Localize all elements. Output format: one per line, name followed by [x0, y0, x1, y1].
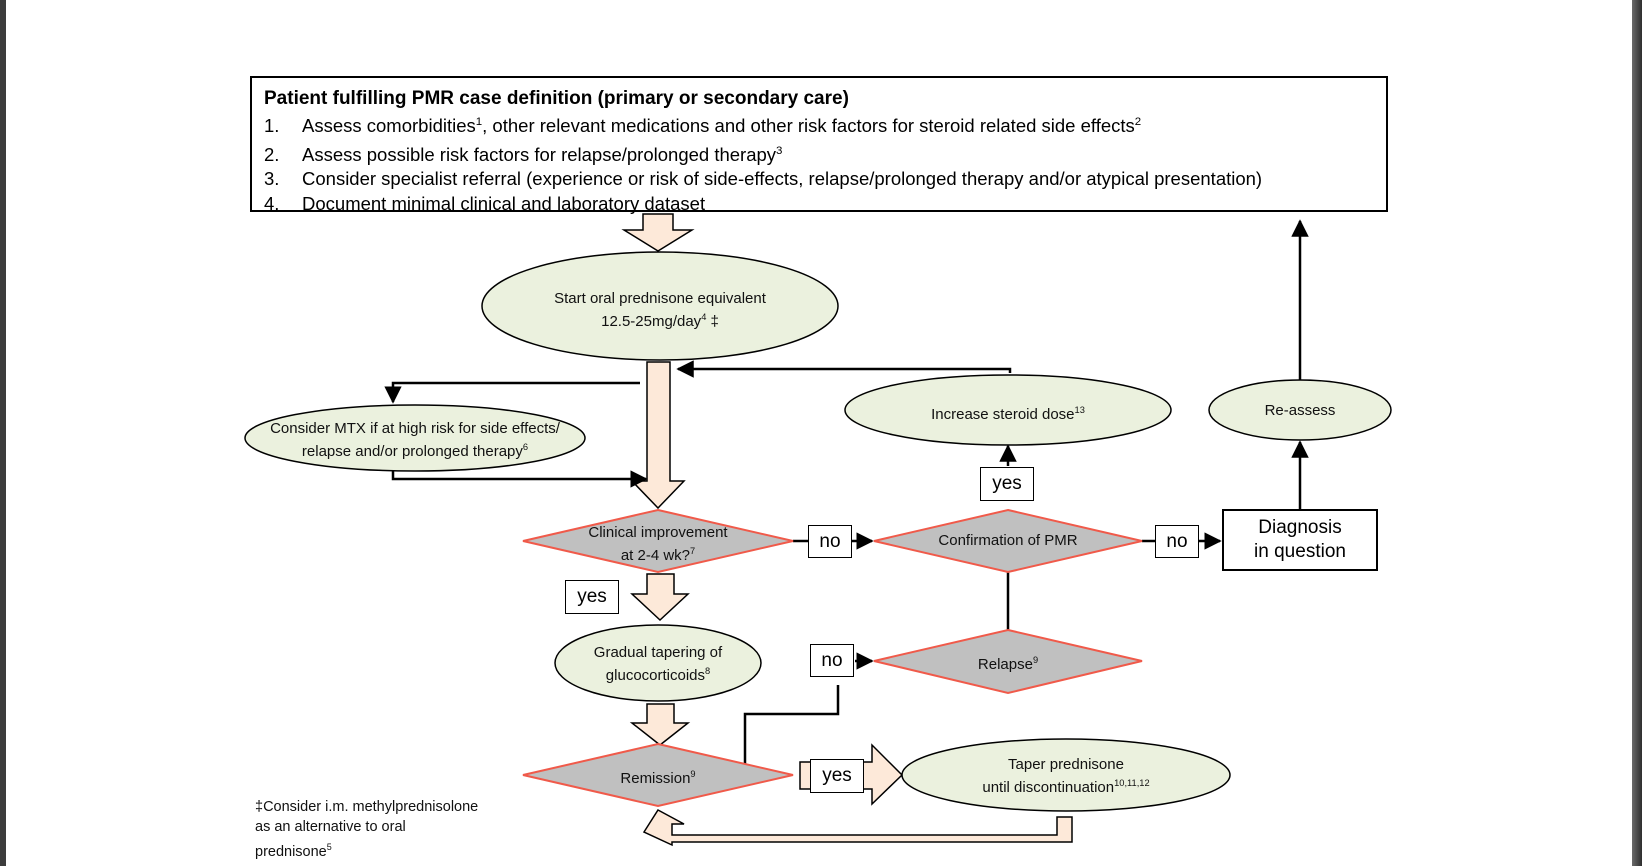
mtx-node-shape — [244, 404, 586, 472]
taper-node-line2: until discontinuation — [982, 779, 1115, 796]
item-number: 1. — [264, 115, 280, 137]
block-arrow-clinical-to-tapering — [630, 573, 690, 622]
increase-node-sup: 13 — [1074, 405, 1085, 415]
confirmation-node-text: Confirmation of PMR — [938, 532, 1078, 549]
item-text: Consider specialist referral (experience… — [302, 168, 1263, 190]
case-definition-title: Patient fulfilling PMR case definition (… — [264, 88, 849, 109]
mtx-node-line1: Consider MTX if at high risk for side ef… — [270, 420, 560, 437]
yes-label-clinical: yes — [565, 580, 619, 614]
relapse-node-shape — [873, 628, 1143, 695]
case-definition-item: 4. Document minimal clinical and laborato… — [264, 192, 1374, 217]
taper-node-shape — [901, 738, 1231, 812]
footnote-line2: as an alternative to oral — [255, 819, 406, 835]
connectors — [384, 219, 1309, 764]
start-node-shape — [481, 251, 839, 361]
diagnosis-in-question-box: Diagnosis in question — [1222, 509, 1378, 571]
clinical-node-sup: 7 — [690, 546, 696, 556]
item-text: Document minimal clinical and laboratory… — [302, 192, 706, 214]
block-arrow-taper-loop — [642, 809, 1073, 847]
mtx-node-label: Consider MTX if at high risk for side ef… — [245, 419, 585, 461]
clinical-node-line1: Clinical improvement — [588, 524, 728, 541]
block-arrow-header-to-start — [621, 213, 695, 252]
block-arrow-tapering-to-remission — [629, 703, 691, 746]
item-text: Assess possible risk factors for relapse… — [302, 143, 777, 165]
taper-node-sup: 10,11,12 — [1114, 778, 1150, 788]
reassess-node-shape — [1208, 379, 1392, 441]
tapering-node-line1: Gradual tapering of — [593, 644, 723, 661]
diagnosis-line2: in question — [1254, 541, 1346, 562]
remission-node-label: Remission9 — [540, 765, 776, 788]
yes-label-increase: yes — [980, 467, 1034, 501]
footnote-line1: ‡Consider i.m. methylprednisolone — [255, 799, 479, 815]
case-definition-item: 2. Assess possible risk factors for relap… — [264, 139, 1374, 168]
ellipses — [244, 251, 1392, 812]
taper-node-label: Taper prednisone until discontinuation10… — [904, 755, 1228, 797]
clinical-node-shape — [522, 508, 794, 574]
connector-remission-to-no — [743, 685, 840, 764]
confirmation-node-shape — [873, 508, 1143, 574]
relapse-node-label: Relapse9 — [890, 651, 1126, 674]
clinical-node-line2: at 2-4 wk? — [620, 547, 691, 564]
no-label-confirmation: no — [1155, 525, 1199, 558]
tapering-node-label: Gradual tapering of glucocorticoids8 — [560, 643, 756, 685]
yes-label-remission: yes — [810, 759, 864, 793]
no-label-remission: no — [810, 644, 854, 677]
start-node-label: Start oral prednisone equivalent 12.5-25… — [482, 289, 838, 331]
reassess-node-text: Re-assess — [1264, 402, 1336, 419]
window-left-border — [0, 0, 6, 866]
tapering-node-shape — [554, 624, 762, 702]
case-definition-item: 1. Assess comorbidities1, other relevant … — [264, 110, 1374, 139]
no-label-clinical: no — [808, 525, 852, 558]
item-sup: 3 — [776, 144, 783, 157]
tapering-node-sup: 8 — [705, 666, 711, 676]
window-scrollbar[interactable] — [1632, 0, 1642, 866]
mtx-node-line2: relapse and/or prolonged therapy — [301, 443, 523, 460]
case-definition-box: Patient fulfilling PMR case definition (… — [250, 76, 1388, 214]
mtx-node-sup: 6 — [522, 442, 529, 452]
diagnosis-line1: Diagnosis — [1258, 517, 1342, 538]
taper-node-line1: Taper prednisone — [1008, 756, 1124, 773]
start-node-line2: 12.5-25mg/day — [601, 313, 702, 330]
case-definition-item: 3. Consider specialist referral (experien… — [264, 167, 1374, 192]
footnote: ‡Consider i.m. methylprednisolone as an … — [255, 797, 478, 862]
start-node-sup: 4 — [701, 312, 707, 322]
start-node-dagger: ‡ — [706, 313, 719, 330]
item-sup: 1 — [475, 116, 483, 128]
remission-node-shape — [522, 742, 794, 808]
increase-node-label: Increase steroid dose13 — [845, 401, 1171, 424]
relapse-node-sup: 9 — [1032, 655, 1039, 665]
item-sup: 2 — [1134, 116, 1142, 128]
reassess-node-label: Re-assess — [1209, 401, 1391, 420]
confirmation-node-label: Confirmation of PMR — [890, 531, 1126, 550]
clinical-node-label: Clinical improvement at 2-4 wk?7 — [540, 523, 776, 565]
footnote-line3: prednisone — [255, 843, 327, 860]
item-text-continued: , other relevant medications and other r… — [482, 115, 1135, 137]
increase-node-text: Increase steroid dose — [931, 406, 1075, 423]
item-number: 4. — [264, 192, 280, 214]
tapering-node-line2: glucocorticoids — [605, 667, 706, 684]
start-node-line1: Start oral prednisone equivalent — [554, 290, 766, 307]
footnote-sup: 5 — [326, 842, 332, 852]
item-number: 2. — [264, 143, 280, 165]
connector-start-to-mtx — [384, 381, 640, 404]
relapse-node-text: Relapse — [977, 656, 1033, 673]
item-number: 3. — [264, 168, 280, 190]
increase-node-shape — [844, 374, 1172, 446]
diamonds — [522, 508, 1143, 808]
item-text: Assess comorbidities — [302, 115, 476, 137]
remission-node-text: Remission — [620, 770, 691, 787]
connector-increase-to-start — [676, 360, 1012, 378]
remission-node-sup: 9 — [690, 769, 696, 779]
